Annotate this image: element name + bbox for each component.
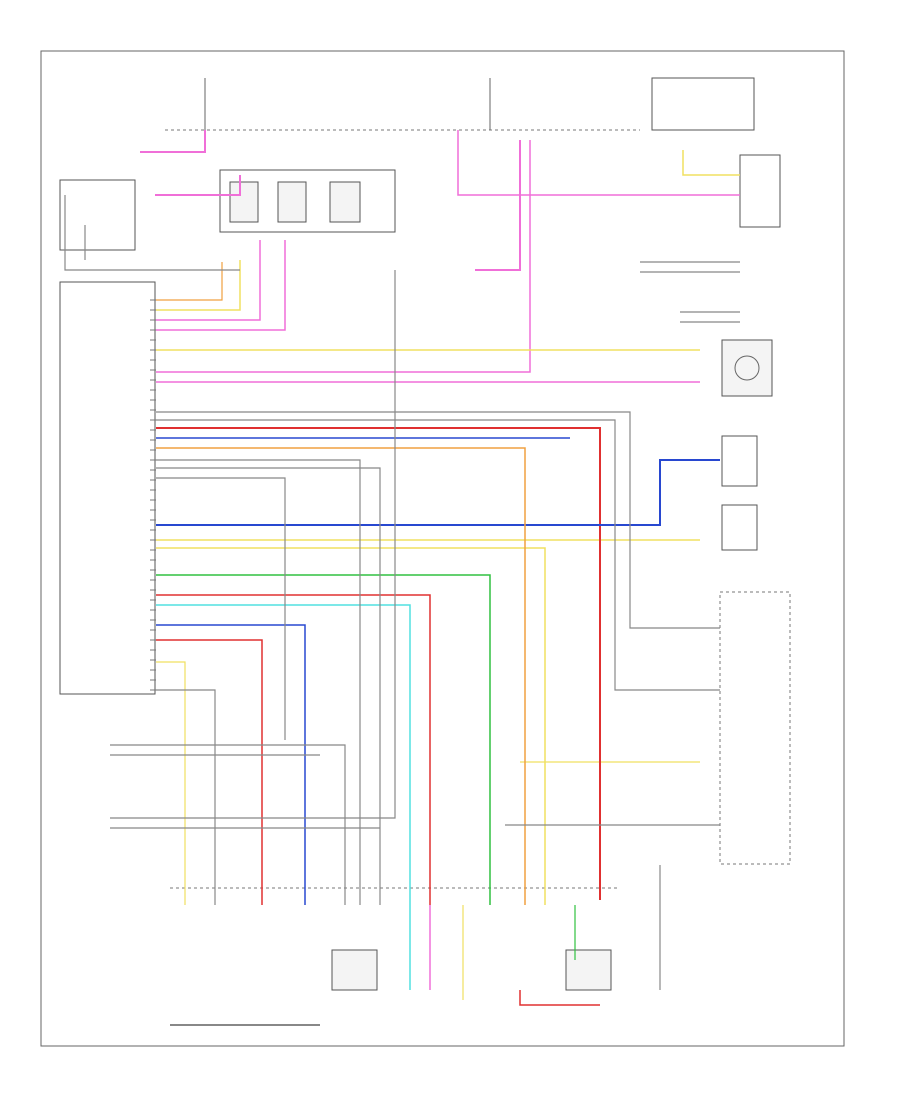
turbine-speed-sensor [721,435,758,487]
wire [156,547,546,905]
wire [156,140,531,373]
wire [156,447,526,905]
wire [156,411,720,629]
diagram-border [40,50,845,1047]
instrument-cluster [59,281,156,695]
wire [156,240,261,321]
wire [457,130,740,196]
transmission-range-switch [719,591,791,865]
wire [156,574,491,905]
underhood-fuse-relay-center [219,169,396,233]
wire [156,661,186,905]
wire [156,604,411,990]
wire [682,150,740,176]
wire [156,260,241,311]
wire [110,270,396,819]
wire [110,744,346,905]
wire [156,459,720,526]
wire [156,467,381,905]
wire [156,262,223,301]
pressure-control-solenoid [331,949,378,991]
wire [519,990,600,1006]
hot-in-run [651,77,755,131]
tcc-solenoid [565,949,612,991]
wire [156,624,306,905]
wire [156,419,720,691]
wire [156,477,286,740]
wire [156,594,431,905]
wire [475,140,521,271]
vehicle-speed-sensor [721,339,773,397]
wire [156,240,286,331]
cluster-pins [150,299,156,691]
wire [156,459,361,905]
brake-switch [739,154,781,228]
wire [156,639,263,905]
wire [156,689,216,905]
instrument-panel-junction-block [59,179,136,251]
wires [64,130,740,1006]
wire [140,130,206,153]
wire [155,175,241,196]
wire [156,427,601,900]
wire [64,195,240,271]
transmission-fluid-temp-sensor [721,504,758,551]
